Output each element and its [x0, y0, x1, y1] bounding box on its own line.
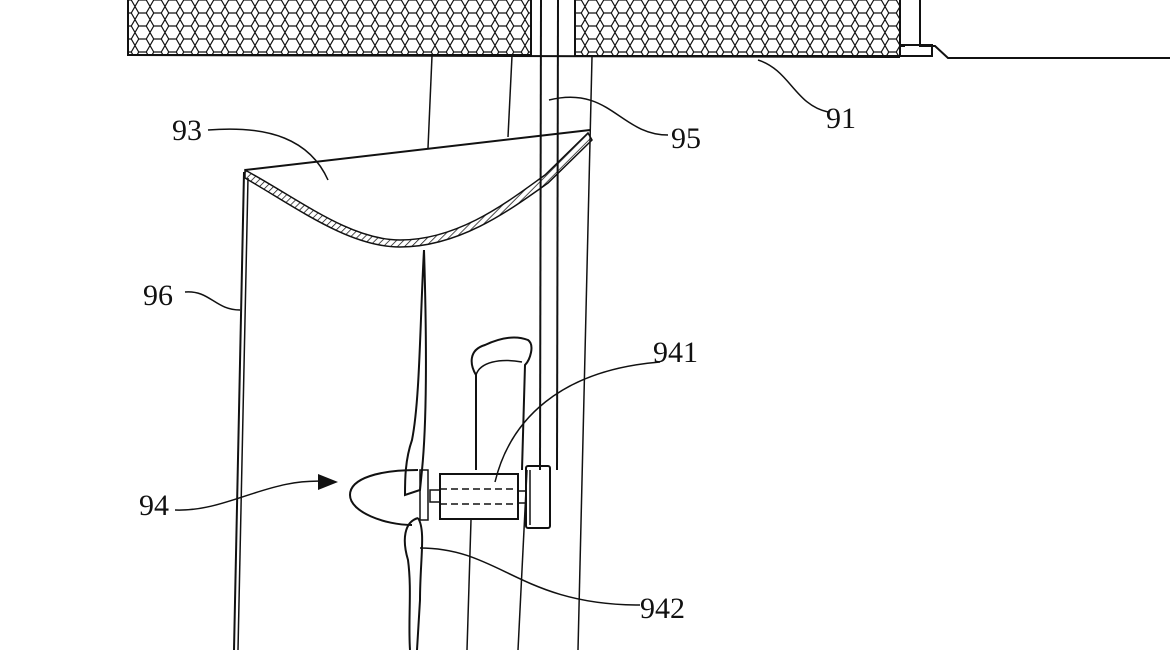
motor: [429, 465, 551, 529]
reference-labels: 91 93 95 96 941 94 942: [139, 102, 856, 625]
label-95: 95: [671, 122, 701, 155]
label-94: 94: [139, 489, 169, 522]
label-91: 91: [826, 102, 856, 135]
label-93: 93: [172, 114, 202, 147]
tank: [244, 129, 593, 248]
propeller: [348, 249, 429, 650]
leader-lines: [174, 59, 829, 606]
rod: [539, 0, 559, 471]
pipe: [466, 336, 533, 650]
honeycomb-block: [127, 0, 1170, 59]
label-941: 941: [653, 336, 698, 369]
label-942: 942: [640, 592, 685, 625]
side-wall: [233, 171, 249, 650]
label-96: 96: [143, 279, 173, 312]
